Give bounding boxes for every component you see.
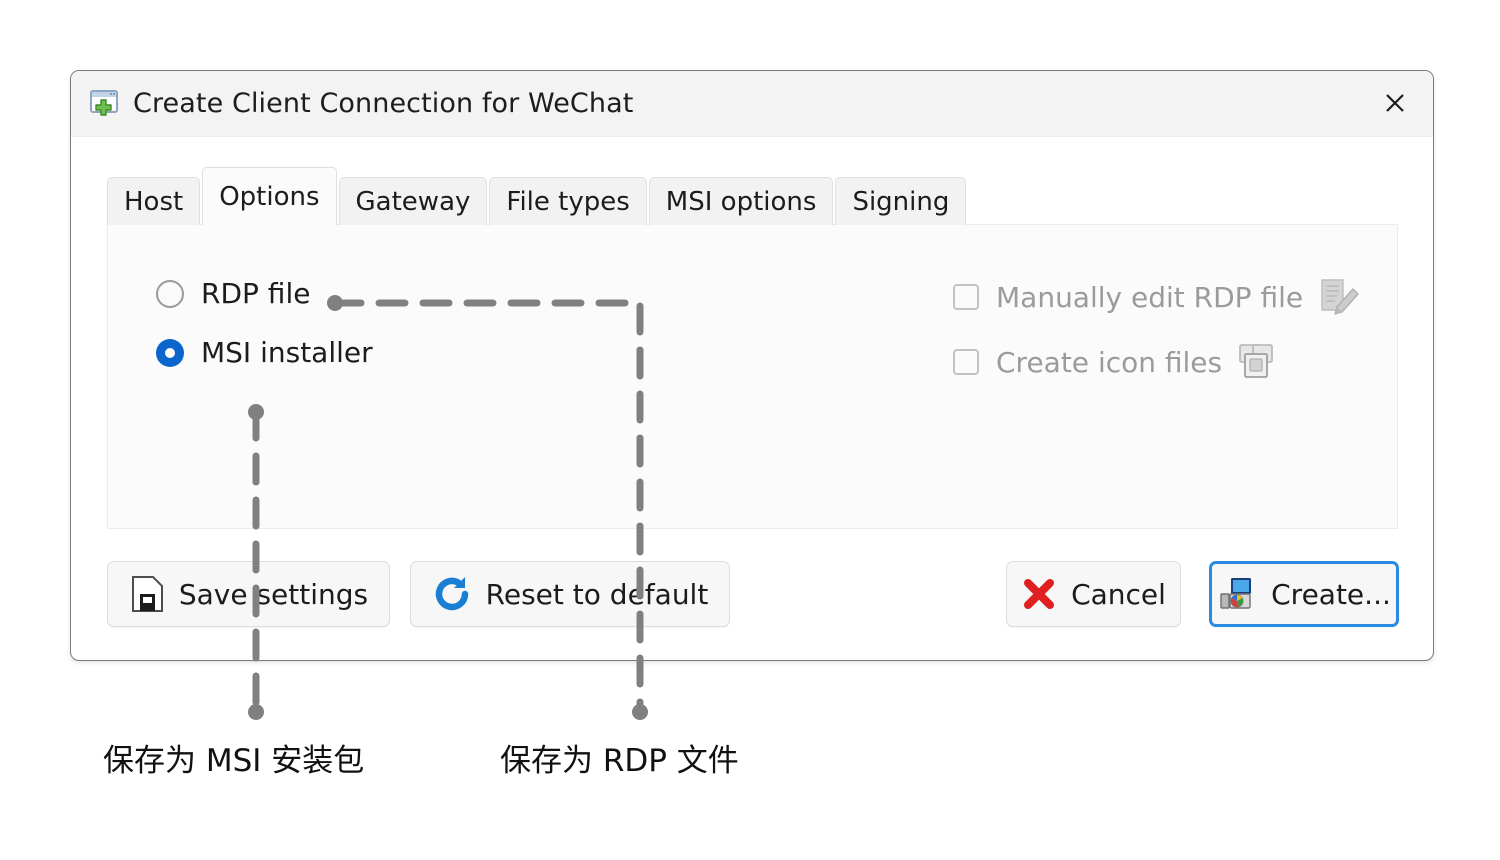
tab-strip: Host Options Gateway File types MSI opti… — [107, 167, 968, 225]
cancel-label: Cancel — [1071, 577, 1166, 611]
msi-installer-icon — [1217, 574, 1257, 614]
checkbox-manually-edit-rdp-file[interactable]: Manually edit RDP file — [953, 277, 1361, 317]
checkbox-unchecked-icon — [953, 284, 979, 310]
tab-label: File types — [506, 186, 630, 217]
reset-to-default-button[interactable]: Reset to default — [410, 561, 730, 627]
radio-label-rdp-file: RDP file — [201, 277, 311, 310]
checkbox-label-create-icon-files: Create icon files — [996, 345, 1223, 379]
radio-checked-icon — [156, 338, 184, 367]
options-tab-panel: RDP file MSI installer Manually edit RDP… — [107, 224, 1398, 529]
tab-host[interactable]: Host — [107, 177, 201, 225]
new-window-icon — [87, 87, 121, 121]
dialog-window: Create Client Connection for WeChat Host… — [70, 70, 1434, 661]
output-type-radio-group: RDP file MSI installer — [156, 277, 373, 395]
tab-label: Options — [219, 181, 320, 212]
close-button[interactable] — [1357, 71, 1433, 135]
tab-label: Host — [124, 186, 184, 217]
options-checkbox-group: Manually edit RDP file — [953, 277, 1361, 407]
annotation-label-msi: 保存为 MSI 安装包 — [103, 743, 365, 779]
close-icon — [1386, 94, 1404, 112]
tab-signing[interactable]: Signing — [835, 177, 967, 225]
tab-label: MSI options — [665, 186, 817, 217]
tab-options[interactable]: Options — [202, 167, 337, 225]
dialog-button-bar: Save settings Reset to default C — [71, 561, 1433, 653]
tab-msi-options[interactable]: MSI options — [648, 177, 834, 225]
tab-label: Gateway — [355, 186, 471, 217]
checkbox-create-icon-files[interactable]: Create icon files — [953, 343, 1361, 381]
refresh-icon — [432, 574, 472, 614]
window-title: Create Client Connection for WeChat — [133, 88, 634, 119]
tab-file-types[interactable]: File types — [489, 177, 647, 225]
title-bar: Create Client Connection for WeChat — [71, 71, 1433, 137]
checkbox-unchecked-icon — [953, 349, 979, 375]
cancel-button[interactable]: Cancel — [1006, 561, 1181, 627]
radio-label-msi-installer: MSI installer — [201, 336, 373, 369]
create-button[interactable]: Create... — [1209, 561, 1399, 627]
floppy-save-icon — [129, 574, 165, 614]
annotation-label-rdp: 保存为 RDP 文件 — [500, 743, 739, 779]
tab-gateway[interactable]: Gateway — [338, 177, 488, 225]
radio-unchecked-icon — [156, 279, 184, 308]
save-settings-button[interactable]: Save settings — [107, 561, 390, 627]
copy-windows-icon — [1236, 343, 1276, 381]
tab-label: Signing — [852, 186, 950, 217]
edit-document-icon — [1317, 277, 1361, 317]
checkbox-label-manually-edit-rdp-file: Manually edit RDP file — [996, 280, 1304, 314]
radio-msi-installer[interactable]: MSI installer — [156, 336, 373, 369]
radio-rdp-file[interactable]: RDP file — [156, 277, 373, 310]
save-settings-label: Save settings — [178, 577, 369, 611]
red-x-icon — [1021, 576, 1057, 612]
create-label: Create... — [1271, 577, 1391, 611]
reset-to-default-label: Reset to default — [485, 577, 709, 611]
